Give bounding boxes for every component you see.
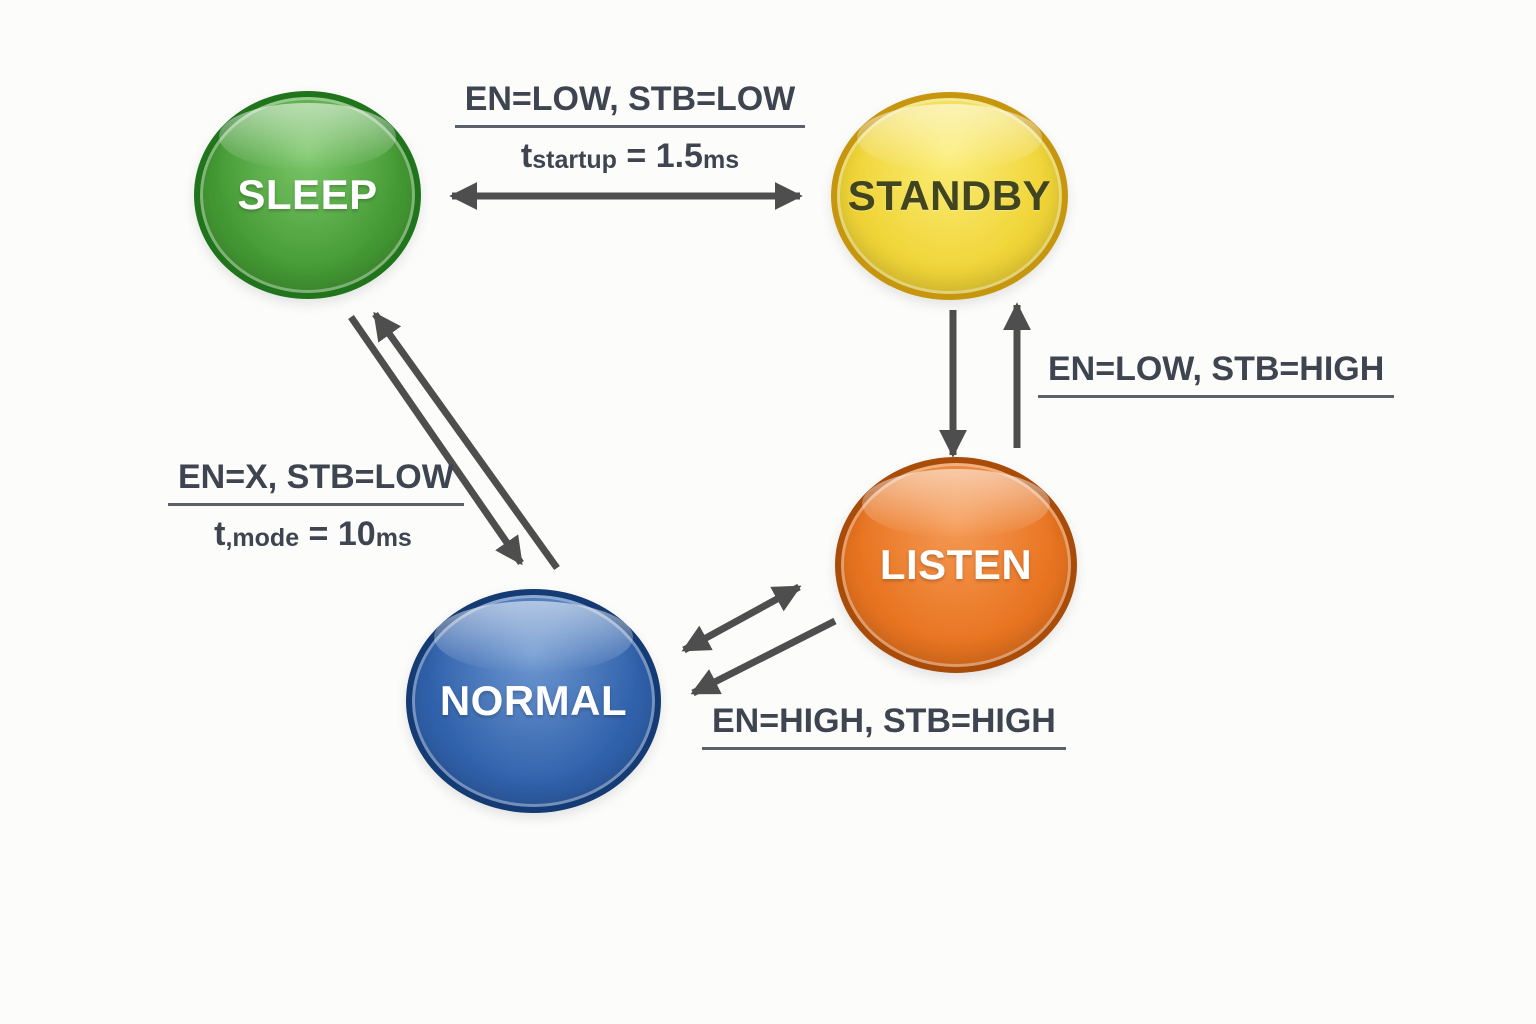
condition-sleep-standby: EN=LOW, STB=LOW [454,80,806,128]
timing-normal-sleep: t,mode = 10ms [168,515,458,554]
timing-value: = 1.5 [616,137,703,175]
state-sleep: SLEEP [194,91,421,299]
state-normal-label: NORMAL [439,677,628,724]
timing-subscript: ,mode [225,524,300,552]
state-sleep-label: SLEEP [237,171,378,218]
state-listen: LISTEN [835,457,1077,673]
timing-symbol: t [520,137,533,175]
arrow-normal-listen-double [681,583,802,654]
timing-unit: ms [375,524,412,552]
timing-subscript: startup [532,146,617,174]
state-standby: STANDBY [831,92,1068,300]
timing-sleep-standby: tstartup = 1.5ms [440,137,820,176]
condition-normal-sleep: EN=X, STB=LOW [168,458,464,506]
arrow-normal-to-sleep [372,311,560,571]
condition-standby-listen: EN=LOW, STB=HIGH [1038,350,1395,398]
condition-listen-normal: EN=HIGH, STB=HIGH [702,702,1066,750]
arrow-sleep-to-normal [348,315,524,566]
state-normal: NORMAL [406,589,661,813]
timing-symbol: t [214,515,226,553]
state-standby-label: STANDBY [847,172,1052,219]
transition-label-sleep-standby: EN=LOW, STB=LOW tstartup = 1.5ms [440,80,820,176]
arrow-listen-to-normal [690,617,837,697]
transition-label-standby-listen: EN=LOW, STB=HIGH [1038,350,1395,398]
timing-unit: ms [702,146,740,174]
state-listen-label: LISTEN [879,541,1033,588]
transition-label-listen-normal: EN=HIGH, STB=HIGH [702,702,1066,750]
timing-value: = 10 [299,515,376,553]
transition-label-normal-sleep: EN=X, STB=LOW t,mode = 10ms [168,458,464,554]
